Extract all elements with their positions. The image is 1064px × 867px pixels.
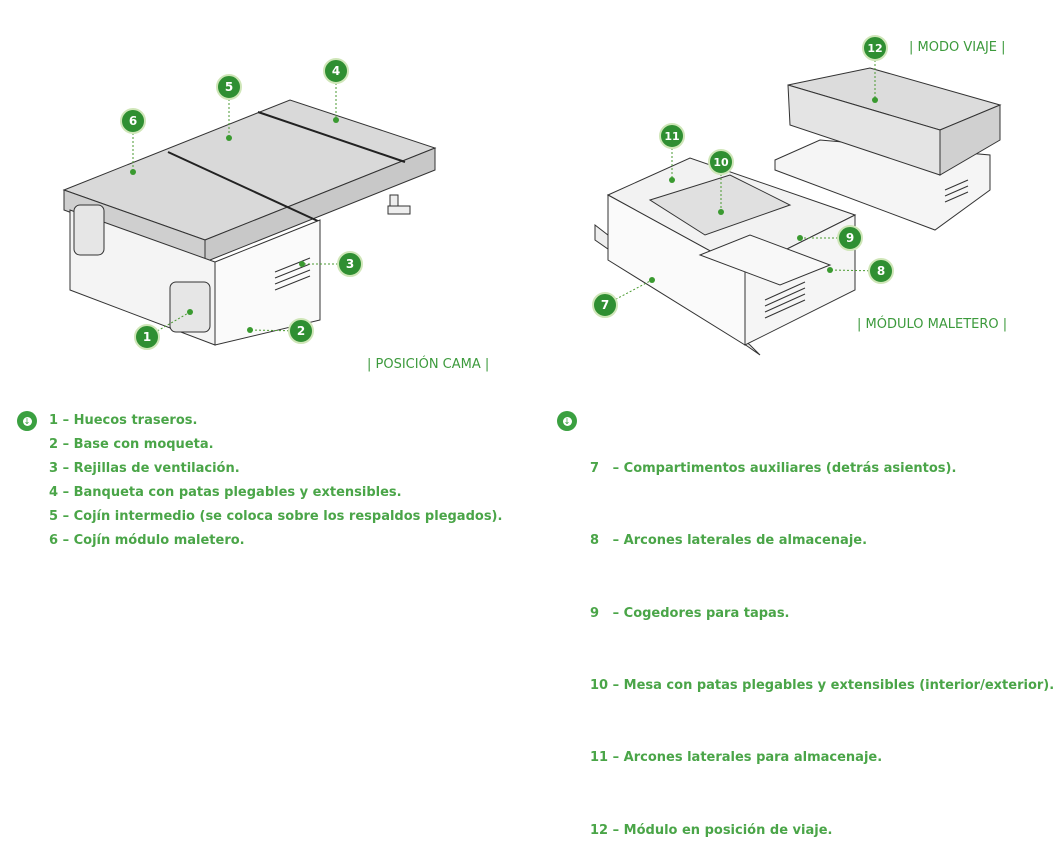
legend-left: 1 – Huecos traseros. 2 – Base con moquet… — [49, 409, 502, 554]
callout-4: 4 — [323, 58, 349, 84]
legend-item: 9 – Cogedores para tapas. — [590, 605, 790, 621]
legend-item: 5 – Cojín intermedio (se coloca sobre lo… — [49, 509, 503, 525]
callout-7: 7 — [592, 292, 618, 318]
legend-item: 11 – Arcones laterales para almacenaje. — [590, 750, 883, 766]
trunk-module-drawing — [594, 157, 857, 356]
bed-position-label: | POSICIÓN CAMA | — [367, 357, 490, 372]
travel-mode-label: | MODO VIAJE | — [909, 40, 1006, 55]
legend-item: 10 – Mesa con patas plegables y extensib… — [590, 678, 1055, 694]
trunk-module-label: | MÓDULO MALETERO | — [857, 317, 1008, 332]
callout-5: 5 — [216, 74, 242, 100]
callout-3: 3 — [337, 251, 363, 277]
callout-1: 1 — [134, 324, 160, 350]
legend-item: 1 – Huecos traseros. — [49, 413, 198, 428]
legend-item: 2 – Base con moqueta. — [49, 437, 214, 453]
callout-12: 12 — [862, 35, 888, 61]
callout-10: 10 — [708, 149, 734, 175]
callout-6: 6 — [120, 108, 146, 134]
legend-item: 4 – Banqueta con patas plegables y exten… — [49, 485, 402, 501]
legend-item: 3 – Rejillas de ventilación. — [49, 461, 240, 477]
legend-right: 7 – Compartimentos auxiliares (detrás as… — [590, 409, 1054, 867]
bed-position-drawing — [62, 99, 437, 346]
legend-item: 12 – Módulo en posición de viaje. — [590, 822, 833, 838]
callout-2: 2 — [288, 318, 314, 344]
product-illustration — [62, 48, 1002, 356]
legend-item: 6 – Cojín módulo maletero. — [49, 533, 245, 549]
travel-mode-drawing — [774, 67, 1002, 231]
legend-item: 8 – Arcones laterales de almacenaje. — [590, 533, 868, 549]
callout-11: 11 — [659, 123, 685, 149]
callout-9: 9 — [837, 225, 863, 251]
callout-8: 8 — [868, 258, 894, 284]
download-circle-icon: ↓ — [557, 411, 577, 431]
download-circle-icon: ↓ — [17, 411, 37, 431]
legend-item: 7 – Compartimentos auxiliares (detrás as… — [590, 461, 957, 477]
